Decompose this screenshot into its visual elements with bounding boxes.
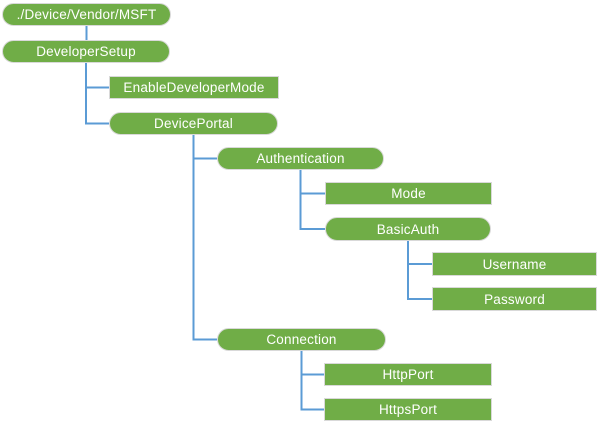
node-deviceportal: DevicePortal xyxy=(109,112,278,135)
node-authentication: Authentication xyxy=(217,147,384,170)
connector-connection-to-httpport xyxy=(300,351,324,376)
connector-deviceportal-to-connection xyxy=(192,135,217,341)
connector-basicauth-to-username xyxy=(407,241,432,265)
node-connection: Connection xyxy=(217,328,386,351)
node-httpsport: HttpsPort xyxy=(324,398,492,421)
connector-basicauth-to-password xyxy=(407,241,432,300)
node-password: Password xyxy=(432,287,597,311)
connector-connection-to-httpsport xyxy=(300,351,324,411)
node-username: Username xyxy=(432,252,597,276)
connector-deviceportal-to-authentication xyxy=(192,135,217,160)
connector-authentication-to-mode xyxy=(299,170,325,195)
connector-developersetup-to-enabledevelopermode xyxy=(85,63,109,89)
connector-authentication-to-basicauth xyxy=(299,170,325,230)
node-device-vendor-msft: ./Device/Vendor/MSFT xyxy=(2,3,171,26)
node-enabledevelopermode: EnableDeveloperMode xyxy=(109,76,279,99)
node-basicauth: BasicAuth xyxy=(325,217,491,241)
node-mode: Mode xyxy=(325,182,492,205)
connector-developersetup-to-deviceportal xyxy=(85,63,109,125)
node-httpport: HttpPort xyxy=(324,363,492,386)
node-developersetup: DeveloperSetup xyxy=(2,40,170,63)
